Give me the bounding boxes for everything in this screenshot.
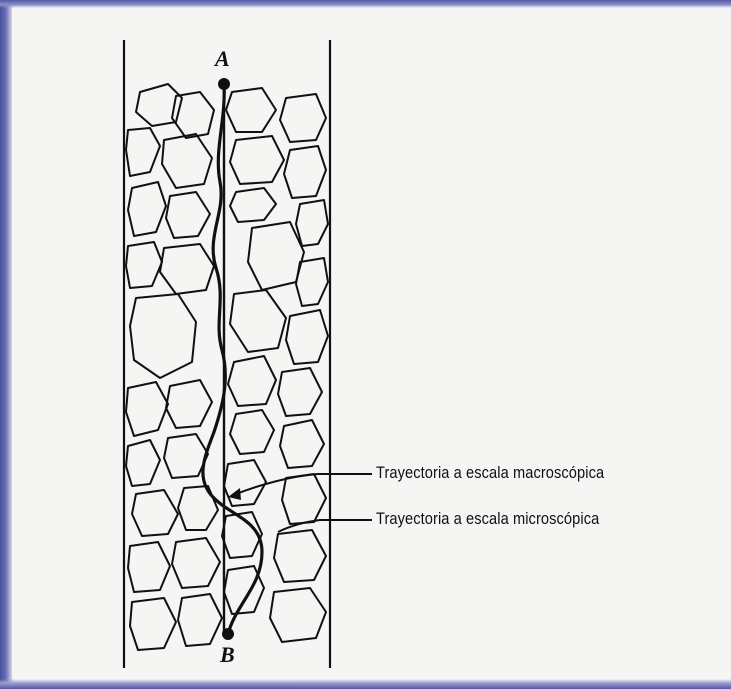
point-b-marker <box>222 628 234 640</box>
grain <box>128 542 170 592</box>
grain <box>160 244 214 294</box>
grain <box>126 128 160 176</box>
grain <box>230 290 286 352</box>
grain <box>284 146 326 198</box>
microscopic-trajectory-label: Trayectoria a escala microscópica <box>376 509 599 529</box>
point-a-marker <box>218 78 230 90</box>
grain <box>274 530 326 582</box>
microscopic-leader-line <box>278 520 372 532</box>
grain <box>162 134 212 188</box>
grain <box>228 356 276 406</box>
grain <box>128 182 166 236</box>
grain <box>282 474 326 524</box>
grain <box>166 192 210 238</box>
grain <box>126 242 162 288</box>
grain <box>286 310 328 364</box>
grain <box>178 486 218 530</box>
grain <box>270 588 326 642</box>
grain <box>296 200 328 246</box>
macroscopic-trajectory-label: Trayectoria a escala macroscópica <box>376 463 604 483</box>
grain <box>280 420 324 468</box>
grain-particles <box>126 84 328 650</box>
grain <box>126 382 168 436</box>
grain <box>130 598 176 650</box>
grain <box>278 368 322 416</box>
grain <box>132 490 178 536</box>
point-b-label: B <box>220 642 235 668</box>
grain <box>230 136 284 184</box>
grain <box>130 294 196 378</box>
grain <box>230 188 276 222</box>
grain <box>280 94 326 142</box>
grain <box>248 222 304 290</box>
grain <box>172 538 220 588</box>
grain <box>226 88 276 132</box>
grain <box>224 460 266 506</box>
grain <box>230 410 274 454</box>
macroscopic-leader-line <box>236 474 372 494</box>
grain <box>178 594 222 646</box>
point-a-label: A <box>215 46 230 72</box>
grain <box>166 380 212 428</box>
grain <box>126 440 160 486</box>
